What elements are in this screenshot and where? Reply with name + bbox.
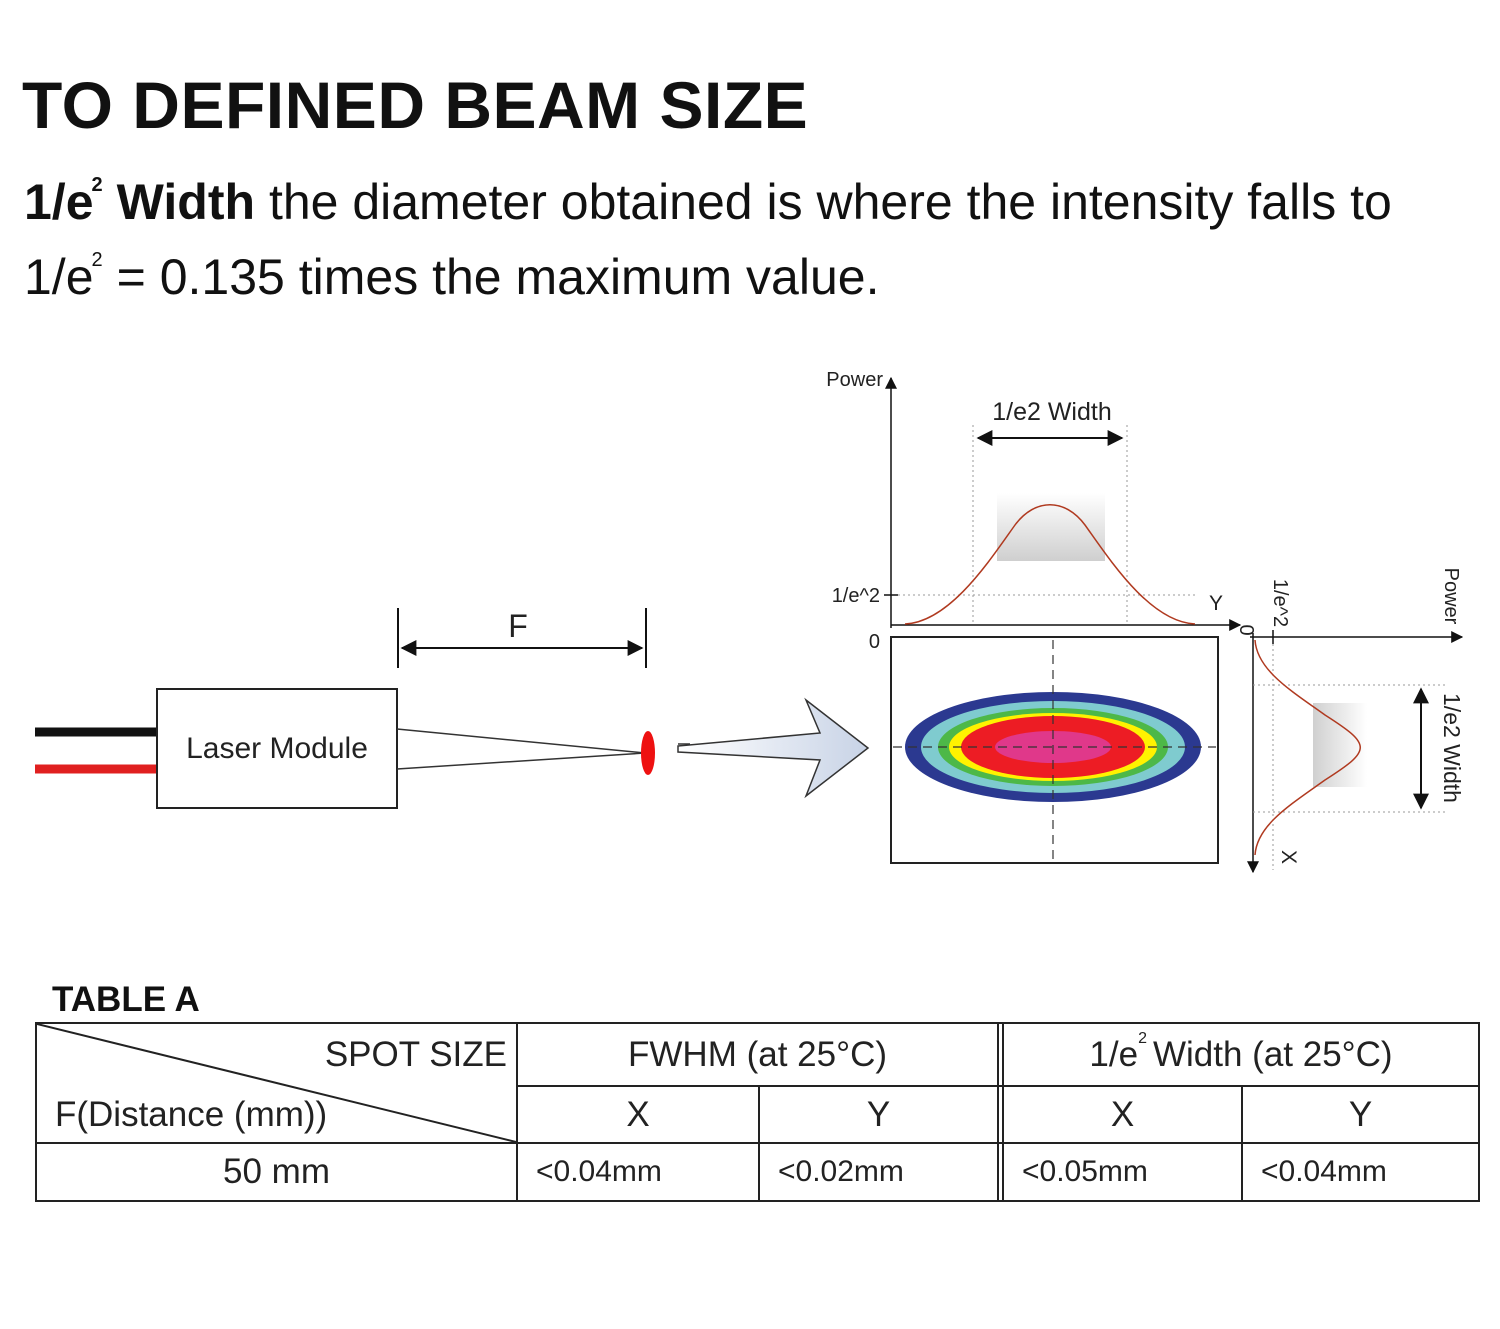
corner-header-bottom: F(Distance (mm)) [55, 1095, 328, 1134]
table-divider-group-a [997, 1024, 999, 1200]
side-x-axis-label: X [1277, 850, 1300, 864]
description-line1: the diameter obtained is where the inten… [268, 174, 1392, 230]
side-level-label: 1/e^2 [1269, 579, 1291, 627]
top-gaussian-curve [904, 504, 1196, 625]
side-gradient-panel [1313, 703, 1367, 787]
top-zero-label: 0 [869, 631, 880, 653]
table-line-header [37, 1142, 1478, 1144]
focus-spot [641, 731, 655, 775]
header-fwhm: FWHM (at 25°C) [628, 1034, 887, 1074]
top-power-label: Power [826, 369, 883, 391]
table-divider-corner [516, 1024, 518, 1200]
row-fwhm-x: <0.04mm [536, 1155, 662, 1188]
row-e2-x: <0.05mm [1022, 1155, 1148, 1188]
top-y-axis-label: Y [1209, 592, 1223, 615]
side-width-label: 1/e2 Width [1439, 693, 1465, 803]
corner-header-top: SPOT SIZE [324, 1035, 507, 1074]
table-line-subheader [518, 1085, 1480, 1087]
header-e2-x: X [1110, 1094, 1135, 1134]
top-level-label: 1/e^2 [832, 585, 880, 607]
row-distance: 50 mm [223, 1152, 330, 1191]
corner-diagonal [37, 1024, 517, 1143]
header-e2-y: Y [1348, 1094, 1373, 1134]
beam-diagram: Laser Module F Power Y 1/e^2 0 1/e2 Widt… [35, 369, 1465, 874]
focal-label: F [508, 608, 528, 644]
page-title: TO DEFINED BEAM SIZE [22, 68, 809, 142]
beam-edge-bottom [396, 752, 646, 770]
table-divider-group-b [1002, 1024, 1004, 1200]
row-fwhm-y: <0.02mm [778, 1155, 904, 1188]
side-power-label: Power [1440, 568, 1462, 625]
header-fwhm-y: Y [866, 1094, 891, 1134]
laser-module-box [156, 688, 398, 809]
description-line2: 1/e2= 0.135 times the maximum value. [24, 249, 880, 305]
side-gaussian-curve [1254, 639, 1361, 856]
laser-module-label: Laser Module [186, 732, 368, 765]
header-fwhm-x: X [626, 1094, 650, 1134]
row-e2-y: <0.04mm [1261, 1155, 1387, 1188]
side-zero-label: 0 [1235, 624, 1257, 635]
top-width-label: 1/e2 Width [992, 398, 1112, 426]
beam-edge-top [396, 728, 646, 754]
direction-arrow [677, 697, 870, 799]
table-title: TABLE A [52, 980, 200, 1019]
spot-size-table: SPOT SIZE F(Distance (mm)) FWHM (at 25°C… [35, 1022, 1480, 1202]
